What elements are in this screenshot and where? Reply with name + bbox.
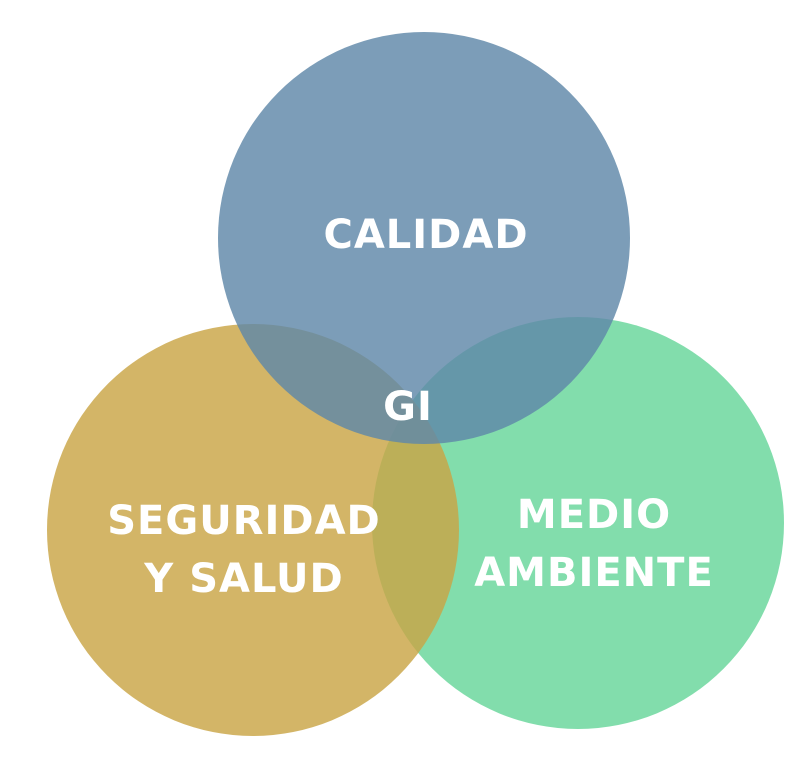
label-center-gi: GI <box>383 384 433 430</box>
label-calidad: CALIDAD <box>323 212 528 258</box>
label-seguridad-line-1: SEGURIDAD <box>107 498 381 544</box>
label-medio-line-2: AMBIENTE <box>474 550 714 596</box>
circle-calidad <box>218 32 630 444</box>
label-medio-line-1: MEDIO <box>517 492 671 538</box>
label-seguridad-line-2: Y SALUD <box>143 556 343 602</box>
